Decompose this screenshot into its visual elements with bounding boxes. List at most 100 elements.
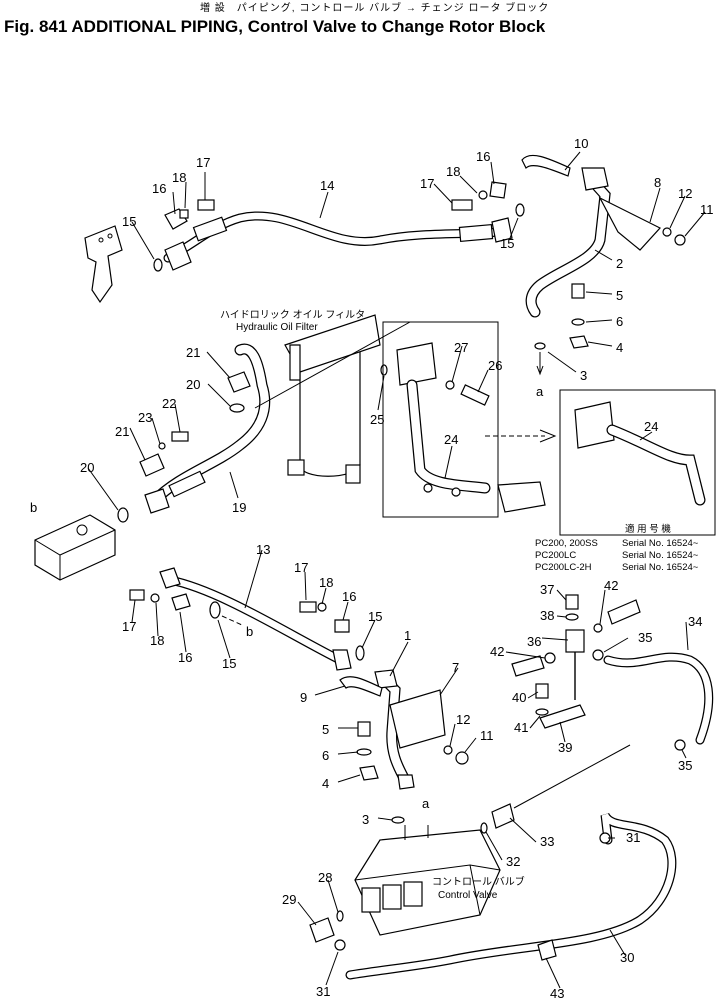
callout-39: 39: [558, 740, 572, 755]
callout-18d: 18: [150, 633, 164, 648]
callout-15: 15: [122, 214, 136, 229]
callout-22: 22: [162, 396, 176, 411]
washer-42-right: [593, 623, 603, 633]
callout-23: 23: [138, 410, 152, 425]
washer-12-upper: [662, 227, 672, 237]
pipe-24-inset-right: [574, 401, 706, 506]
callout-37: 37: [540, 582, 554, 597]
japanese-title: 増 設 パイピング, コントロール バルブ → チェンジ ロータ ブロック: [200, 1, 549, 14]
figure-title: Fig. 841 ADDITIONAL PIPING, Control Valv…: [4, 17, 546, 36]
callout-5b: 5: [322, 722, 329, 737]
callout-15d: 15: [222, 656, 236, 671]
pipe-stub-left: [511, 655, 545, 677]
callout-14: 14: [320, 178, 334, 193]
callout-18c: 18: [319, 575, 333, 590]
bracket-upper-left: [84, 225, 123, 304]
callout-17b: 17: [420, 176, 434, 191]
washer-42-left: [544, 652, 556, 664]
o-ring-15-right: [515, 203, 525, 217]
model-1: PC200, 200SS: [535, 538, 598, 549]
pipe-19: [149, 343, 271, 506]
bracket-8: [598, 196, 661, 251]
callout-10: 10: [574, 136, 588, 151]
pipe-stub-right: [607, 599, 641, 625]
washer-38: [565, 613, 579, 621]
pipe-1: [374, 669, 415, 790]
bolt-17-lower-left: [129, 589, 145, 601]
leader-lines: [87, 151, 706, 989]
callout-33: 33: [540, 834, 554, 849]
pipe-30: [345, 812, 677, 980]
callout-12: 12: [678, 186, 692, 201]
filter-label-jp: ハイドロリック オイル フィルタ: [220, 309, 365, 321]
callout-7: 7: [452, 660, 459, 675]
nut-11-upper: [674, 234, 686, 246]
callout-36: 36: [527, 634, 541, 649]
callout-3b: 3: [362, 812, 369, 827]
ref-b-hose: b: [246, 624, 253, 639]
callout-9: 9: [300, 690, 307, 705]
model-3: PC200LC-2H: [535, 562, 592, 573]
pipe-2: [525, 167, 611, 318]
ref-a-top: a: [536, 384, 544, 399]
flange-19-lower: [144, 488, 170, 514]
callout-42: 42: [604, 578, 618, 593]
washer-18-upper-left: [179, 209, 189, 219]
bolt-37: [565, 594, 579, 610]
callout-11b: 11: [480, 728, 494, 743]
o-ring-15-lower-right: [355, 645, 365, 661]
bolt-17-lower-right: [299, 601, 317, 613]
o-ring-32: [480, 822, 488, 834]
adapter-inset: [497, 481, 546, 513]
filter-connection-line: [254, 321, 411, 409]
flange-13-right: [332, 649, 352, 671]
callout-6: 6: [616, 314, 623, 329]
bolt-5-lower: [357, 721, 371, 737]
callout-6b: 6: [322, 748, 329, 763]
callout-15b: 15: [500, 236, 514, 251]
callout-17d: 17: [122, 619, 136, 634]
bolt-40: [535, 683, 549, 699]
bolt-17-upper-right: [451, 199, 473, 211]
callout-19: 19: [232, 500, 246, 515]
callout-21b: 21: [115, 424, 129, 439]
callout-16d: 16: [178, 650, 192, 665]
hose-34: [603, 652, 714, 745]
flange-13-left: [159, 567, 181, 589]
callout-28: 28: [318, 870, 332, 885]
clamp-16-lower-right: [334, 619, 350, 633]
callout-35: 35: [638, 630, 652, 645]
washer-23: [158, 442, 166, 450]
change-rotor-block-b: [34, 514, 116, 581]
callout-24b: 24: [644, 419, 658, 434]
callout-29: 29: [282, 892, 296, 907]
callout-1: 1: [404, 628, 411, 643]
elbow-29: [309, 917, 335, 943]
washer-27: [445, 380, 455, 390]
washer-18-lower-left: [150, 593, 160, 603]
callout-32: 32: [506, 854, 520, 869]
valve-label-jp: コントロール バルブ: [432, 875, 525, 888]
callout-21: 21: [186, 345, 200, 360]
callout-12b: 12: [456, 712, 470, 727]
u-bolt-10: [521, 154, 571, 177]
washer-12-lower: [443, 745, 453, 755]
washer-6-lower: [356, 748, 372, 756]
washer-18-upper-right: [478, 190, 488, 200]
o-ring-20-upper: [229, 403, 245, 413]
nut-35-upper: [592, 649, 604, 661]
callout-16c: 16: [342, 589, 356, 604]
callout-3: 3: [580, 368, 587, 383]
serial-2: Serial No. 16524~: [622, 550, 699, 561]
bolt-5-upper: [571, 283, 585, 299]
callout-18b: 18: [446, 164, 460, 179]
clamp-4-lower: [359, 765, 379, 781]
hydraulic-oil-filter: [284, 314, 381, 484]
u-bolt-9: [339, 676, 383, 697]
line-33-to-39: [513, 744, 631, 809]
callout-43: 43: [550, 986, 564, 1000]
callout-18: 18: [172, 170, 186, 185]
o-ring-28: [336, 910, 344, 922]
callout-34: 34: [688, 614, 702, 629]
nut-31-left: [334, 939, 346, 951]
